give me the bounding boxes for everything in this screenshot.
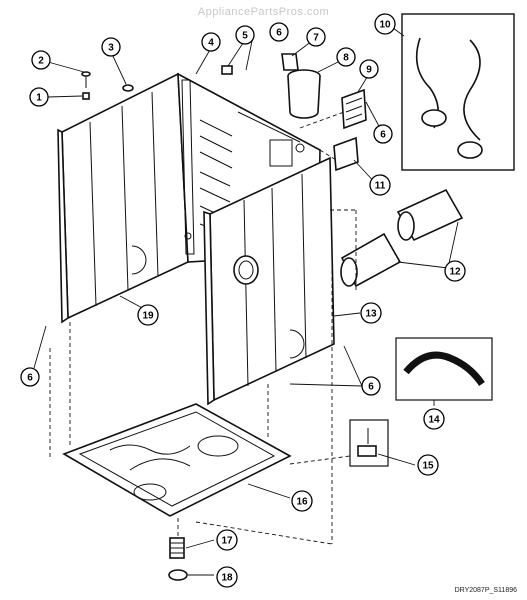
- base-assembly: [62, 403, 292, 517]
- svg-text:8: 8: [343, 53, 349, 64]
- svg-text:6: 6: [27, 373, 33, 384]
- svg-text:11: 11: [375, 181, 386, 192]
- left-side-panel: [57, 72, 189, 324]
- callout-10: 10: [374, 13, 396, 35]
- callout-17: 17: [216, 529, 238, 551]
- assembly-dashed-lines: [49, 111, 357, 545]
- svg-text:5: 5: [242, 31, 248, 42]
- callout-7: 7: [306, 27, 326, 47]
- callout-3: 3: [101, 37, 121, 57]
- svg-text:14: 14: [428, 415, 440, 426]
- callout-18: 18: [216, 566, 238, 588]
- screw-part-2: [81, 71, 91, 88]
- callout-4: 4: [201, 32, 221, 52]
- svg-text:6: 6: [276, 28, 282, 39]
- svg-text:1: 1: [36, 93, 42, 104]
- callout-2: 2: [31, 50, 51, 70]
- cover-plate-part-7: [281, 53, 299, 71]
- vent-pipes: [340, 188, 464, 288]
- front-panel: [203, 156, 335, 406]
- bracket-part-5: [221, 65, 233, 75]
- callout-6-left-lower: 6: [20, 367, 40, 387]
- svg-text:10: 10: [379, 20, 391, 31]
- svg-text:17: 17: [221, 536, 233, 547]
- terminal-block-kit: [349, 419, 389, 467]
- document-id: DRY2087P_S11896: [454, 587, 517, 594]
- clip-part-3: [122, 84, 134, 92]
- svg-text:2: 2: [38, 56, 44, 67]
- svg-text:3: 3: [108, 43, 114, 54]
- svg-text:9: 9: [366, 65, 372, 76]
- callout-8: 8: [336, 47, 356, 67]
- exhaust-duct-part-8: [287, 69, 321, 119]
- callout-19: 19: [137, 304, 159, 326]
- svg-text:4: 4: [208, 38, 214, 49]
- callout-11: 11: [369, 174, 391, 196]
- seal-plate-part-11: [333, 136, 359, 172]
- callout-5: 5: [235, 25, 255, 45]
- leveling-leg: [169, 537, 185, 559]
- callout-14: 14: [423, 408, 445, 430]
- svg-text:13: 13: [365, 309, 377, 320]
- callout-12: 12: [444, 260, 466, 282]
- svg-text:15: 15: [422, 461, 434, 472]
- svg-text:12: 12: [449, 267, 461, 278]
- svg-text:18: 18: [221, 573, 233, 584]
- callout-6-right-upper: 6: [373, 124, 393, 144]
- watermark: AppliancePartsPros.com: [197, 6, 330, 18]
- vent-kit-box: [401, 13, 515, 171]
- leveling-foot: [168, 569, 188, 581]
- callout-leader-lines: [33, 27, 459, 576]
- callout-9: 9: [359, 59, 379, 79]
- svg-text:7: 7: [313, 33, 319, 44]
- svg-text:16: 16: [296, 497, 308, 508]
- callout-16: 16: [291, 490, 313, 512]
- vent-plate-part-9: [341, 88, 367, 130]
- callout-1: 1: [29, 87, 49, 107]
- svg-text:6: 6: [368, 382, 374, 393]
- svg-text:19: 19: [142, 311, 154, 322]
- callout-13: 13: [360, 302, 382, 324]
- clip-part-1: [82, 92, 90, 100]
- callout-15: 15: [417, 454, 439, 476]
- svg-text:6: 6: [380, 130, 386, 141]
- callout-6-right-lower: 6: [361, 376, 381, 396]
- callout-6-top: 6: [269, 22, 289, 42]
- flex-hose: [395, 337, 493, 401]
